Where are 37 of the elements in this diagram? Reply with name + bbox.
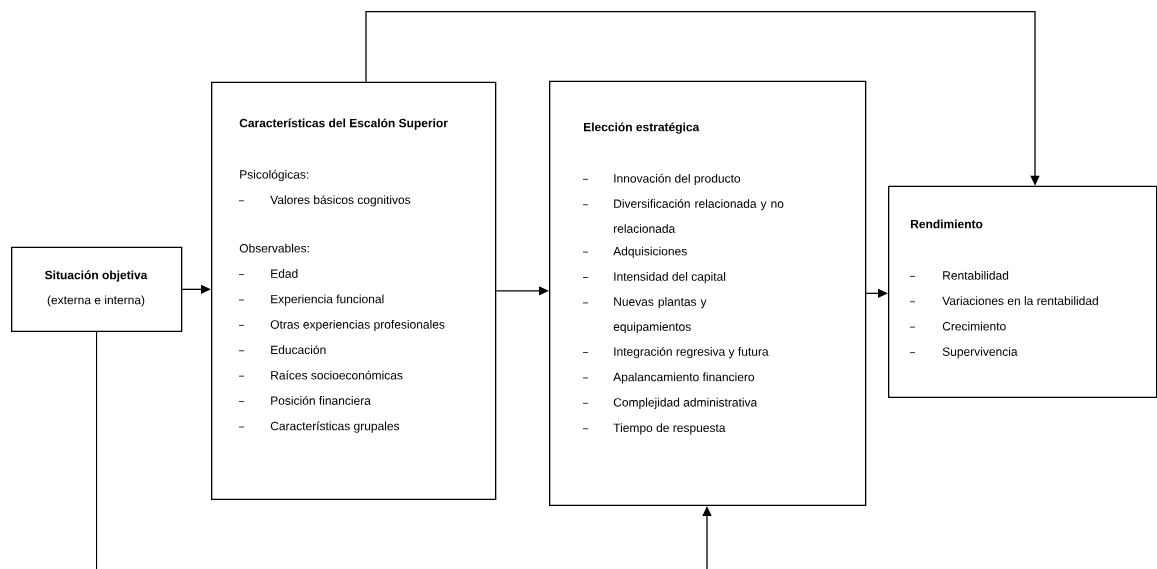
- list-item: Crecimiento: [909, 321, 1006, 331]
- list-item: Posición financiera: [238, 395, 371, 405]
- list-item: Tiempo de respuesta: [582, 423, 726, 435]
- connector-line: [96, 331, 98, 569]
- process-box: [211, 81, 497, 500]
- list-item: Integración regresiva y futura: [582, 346, 769, 359]
- list-item: Experiencia funcional: [238, 294, 384, 306]
- arrow: [865, 288, 888, 298]
- list-item: Características grupales: [238, 421, 400, 433]
- process-box: [888, 185, 1157, 398]
- list-item: Adquisiciones: [582, 246, 687, 258]
- list-item: Valores básicos cognitivos: [238, 195, 411, 207]
- box-heading: Rendimiento: [911, 219, 983, 229]
- list-item: Apalancamiento financiero: [582, 372, 755, 384]
- box-heading: Características del Escalón Superior: [239, 118, 448, 130]
- list-item: Rentabilidad: [909, 270, 1009, 280]
- arrow: [181, 284, 211, 294]
- arrow: [495, 286, 549, 296]
- list-item: Supervivencia: [909, 347, 1018, 359]
- list-item: Raíces socioeconómicas: [238, 370, 403, 380]
- list-item: Nuevas plantas y equipamientos: [582, 297, 707, 334]
- process-box: [549, 80, 867, 506]
- list-item: Edad: [238, 269, 298, 278]
- list-item: Educación: [238, 345, 326, 355]
- box-text: (externa e interna): [47, 295, 145, 307]
- section-label: Observables:: [239, 243, 309, 253]
- list-item: Otras experiencias profesionales: [238, 319, 445, 332]
- list-item: Complejidad administrativa: [582, 397, 758, 409]
- arrow: [702, 506, 712, 569]
- section-label: Psicológicas:: [240, 169, 309, 182]
- list-item: Variaciones en la rentabilidad: [909, 296, 1098, 306]
- list-item: Innovación del producto: [582, 173, 741, 186]
- box-heading: Elección estratégica: [584, 122, 700, 134]
- box-heading: Situación objetiva: [45, 270, 148, 282]
- process-box: [11, 246, 183, 332]
- list-item: Diversificación relacionada y no relacionada: [582, 199, 784, 233]
- list-item: Intensidad del capital: [582, 272, 726, 284]
